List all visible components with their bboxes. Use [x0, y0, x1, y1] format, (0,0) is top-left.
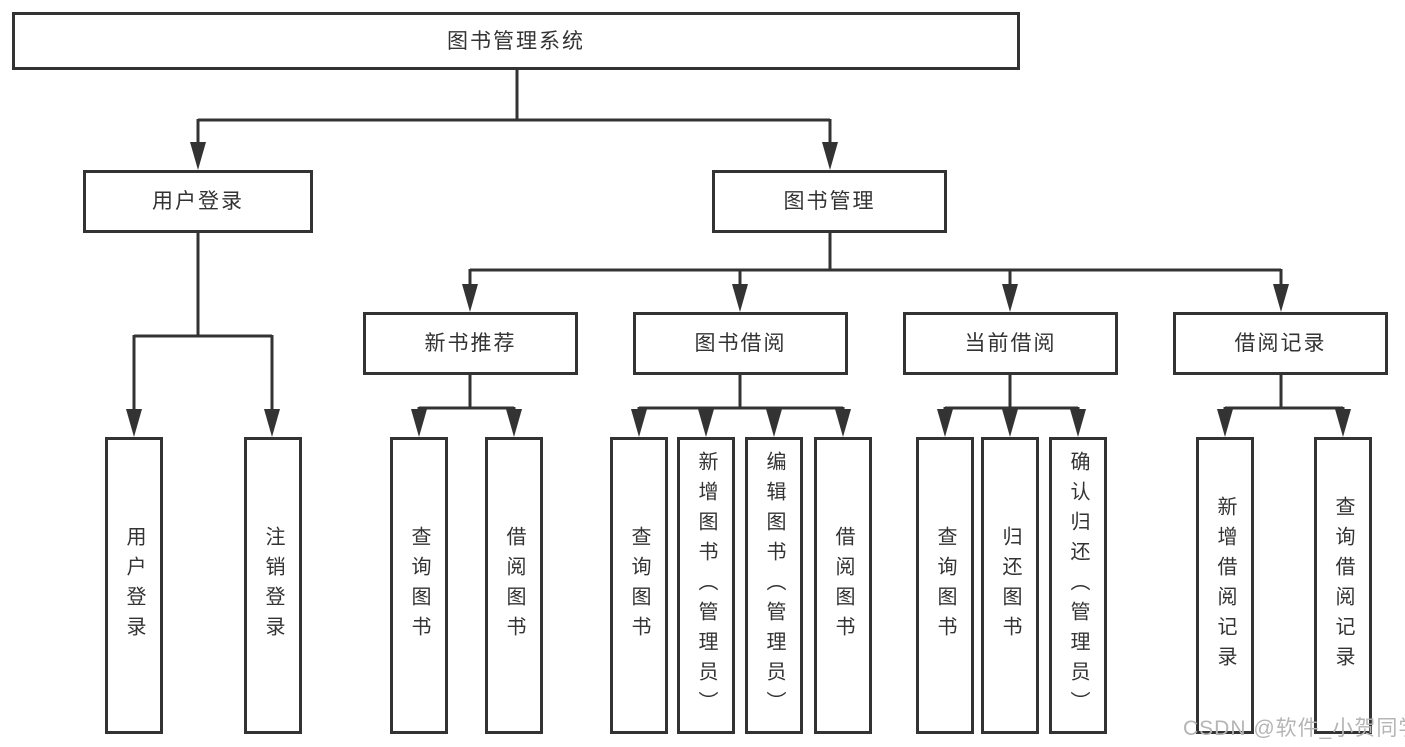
- leaf-query-books-3: 查询图书: [916, 437, 974, 734]
- node-book-borrow: 图书借阅: [633, 312, 848, 375]
- leaf-add-borrow-record: 新增借阅记录: [1196, 437, 1254, 734]
- leaf-borrow-books-2: 借阅图书: [814, 437, 872, 734]
- leaf-confirm-return-admin: 确认归还（管理员）: [1049, 437, 1107, 734]
- leaf-user-login: 用户登录: [105, 437, 163, 734]
- leaf-borrow-books-1: 借阅图书: [485, 437, 543, 734]
- node-borrow-records: 借阅记录: [1173, 312, 1388, 375]
- leaf-query-books-2: 查询图书: [610, 437, 668, 734]
- csdn-watermark: CSDN @软件_小贺同学: [1183, 717, 1405, 740]
- node-new-book-recommend: 新书推荐: [363, 312, 578, 375]
- leaf-logout: 注销登录: [244, 437, 302, 734]
- leaf-edit-books-admin: 编辑图书（管理员）: [745, 437, 803, 734]
- node-current-borrow: 当前借阅: [903, 312, 1118, 375]
- leaf-query-borrow-record: 查询借阅记录: [1314, 437, 1372, 734]
- node-root: 图书管理系统: [12, 12, 1020, 70]
- node-user-login: 用户登录: [83, 170, 313, 233]
- leaf-query-books-1: 查询图书: [390, 437, 448, 734]
- leaf-add-books-admin: 新增图书（管理员）: [677, 437, 735, 734]
- leaf-return-books: 归还图书: [981, 437, 1039, 734]
- node-book-management: 图书管理: [712, 170, 947, 233]
